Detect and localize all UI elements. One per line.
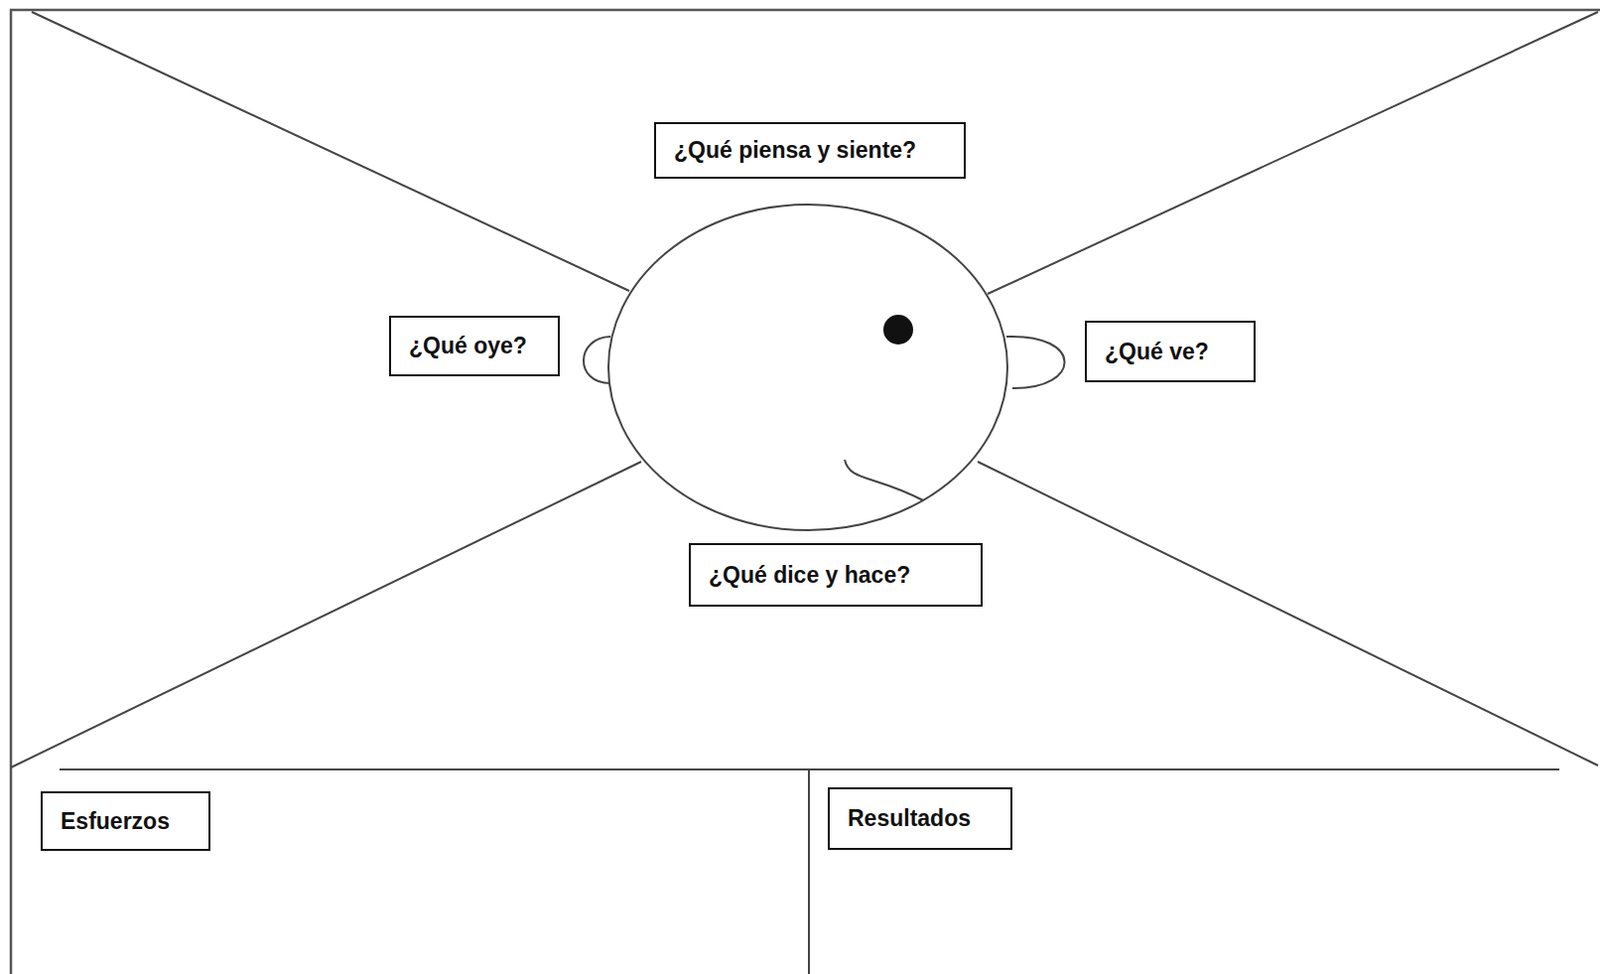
face-eye: [883, 314, 914, 345]
box-label: Resultados: [847, 804, 971, 832]
box-label: ¿Qué piensa y siente?: [673, 136, 917, 164]
divider-line: [987, 11, 1599, 294]
face-ear: [583, 336, 611, 384]
box-label: ¿Qué dice y hace?: [708, 561, 911, 589]
box-label: Esfuerzos: [60, 807, 170, 835]
face-ear: [1006, 336, 1066, 389]
outer-frame: [10, 9, 1600, 974]
box-label: ¿Qué ve?: [1104, 338, 1209, 366]
divider-line: [977, 461, 1599, 766]
face-mouth: [844, 459, 924, 501]
label-box: ¿Qué ve?: [1084, 320, 1256, 383]
label-box: Esfuerzos: [40, 791, 211, 851]
face-head: [608, 204, 1008, 531]
divider-line: [31, 11, 630, 291]
divider-line: [807, 769, 810, 974]
label-box: ¿Qué oye?: [389, 315, 560, 377]
box-label: ¿Qué oye?: [408, 332, 528, 360]
divider-line: [10, 461, 642, 768]
label-box: ¿Qué piensa y siente?: [654, 122, 966, 179]
label-box: ¿Qué dice y hace?: [688, 542, 983, 607]
label-box: Resultados: [827, 787, 1013, 850]
